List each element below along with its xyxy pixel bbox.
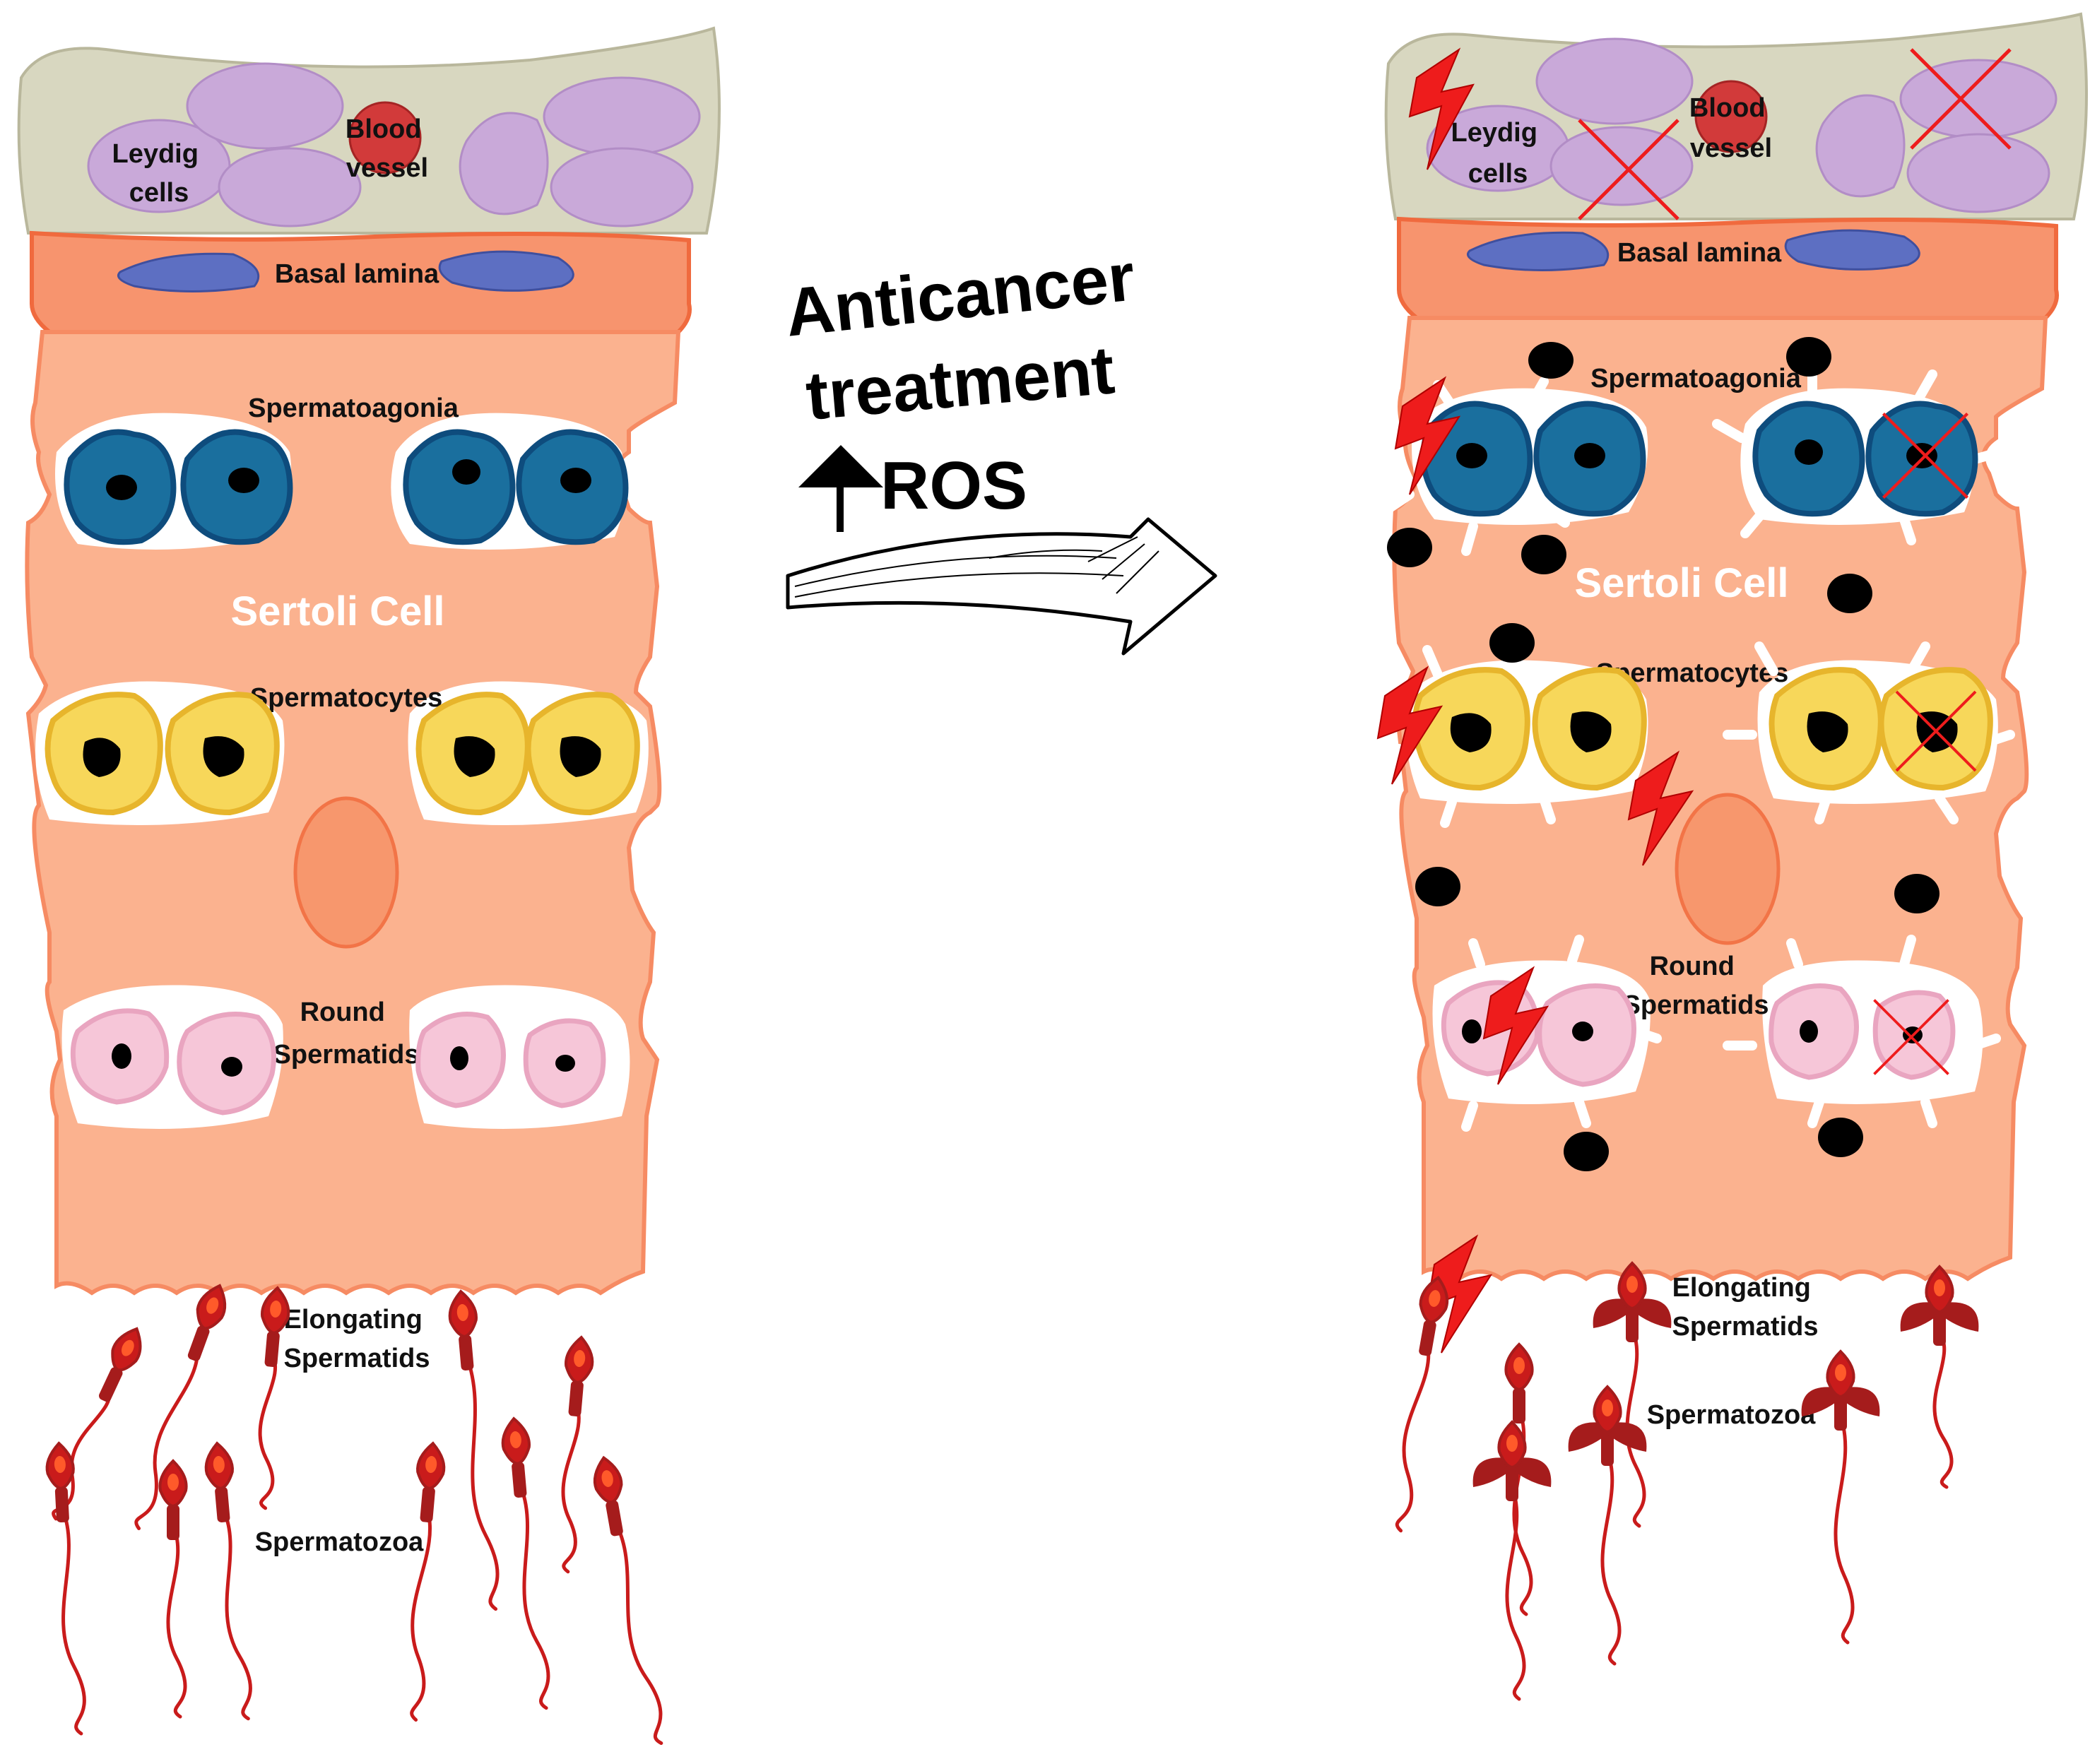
sertoli-nucleus bbox=[1675, 793, 1781, 945]
sertoli-cell-label: Sertoli Cell bbox=[231, 588, 445, 634]
treatment-annotation: Anticancer treatment ROS bbox=[781, 239, 1217, 656]
spermatozoon bbox=[204, 1441, 252, 1721]
round-spermatids-group-left bbox=[70, 1008, 606, 1115]
deformed-spermatozoon bbox=[1472, 1420, 1552, 1701]
spermatozoon bbox=[258, 1286, 290, 1510]
spermatozoon bbox=[501, 1416, 550, 1710]
spermatozoa-label: Spermatozoa bbox=[255, 1527, 424, 1557]
basal-lamina-label: Basal lamina bbox=[1617, 238, 1782, 268]
elongating-spermatids-label: Elongating Spermatids bbox=[1672, 1273, 1819, 1342]
damaged-panel: Leydig cells Blood vessel Basal lamina S… bbox=[1373, 12, 2088, 1701]
ros-particles bbox=[1387, 337, 1940, 1171]
sertoli-cell-label: Sertoli Cell bbox=[1575, 560, 1789, 606]
blood-vessel-label: Blood vessel bbox=[1689, 93, 1773, 163]
leydig-cell bbox=[1815, 94, 1906, 198]
lightning-icon bbox=[1394, 376, 1461, 495]
round-spermatids-label: Round Spermatids bbox=[1623, 952, 1769, 1020]
leydig-cell bbox=[218, 147, 362, 227]
spermatozoon bbox=[45, 1441, 86, 1736]
spermatozoa-right bbox=[1395, 1261, 1979, 1701]
spermatozoon bbox=[1395, 1275, 1449, 1533]
spermatogonia-group-left bbox=[64, 429, 629, 545]
spermatozoon bbox=[410, 1441, 446, 1722]
deformed-spermatozoon bbox=[1801, 1349, 1880, 1645]
spermatozoa-left bbox=[45, 1284, 663, 1745]
basal-lamina-band-right bbox=[1397, 216, 2059, 320]
up-arrow-icon bbox=[798, 445, 883, 532]
spermatozoon bbox=[593, 1455, 663, 1745]
leydig-cell bbox=[186, 62, 344, 150]
spermatozoon bbox=[561, 1335, 594, 1574]
spermatozoon bbox=[448, 1289, 500, 1611]
damage-bolts bbox=[1376, 47, 1694, 1354]
basal-cell bbox=[1467, 231, 1610, 271]
blood-vessel bbox=[1694, 80, 1768, 153]
leydig-label: Leydig cells bbox=[1451, 118, 1545, 189]
deformed-spermatozoon bbox=[1568, 1385, 1647, 1666]
leydig-cell bbox=[1906, 133, 2050, 213]
spermatozoon bbox=[52, 1327, 142, 1521]
leydig-cell bbox=[1535, 37, 1694, 125]
basal-lamina-label: Basal lamina bbox=[275, 259, 439, 289]
basal-cell bbox=[117, 252, 260, 292]
deformed-spermatozoon bbox=[1900, 1265, 1979, 1489]
treatment-line2: treatment bbox=[803, 332, 1117, 434]
leydig-cell bbox=[1549, 126, 1694, 206]
lightning-icon bbox=[1408, 47, 1475, 170]
spermatozoon bbox=[158, 1459, 188, 1719]
blood-vessel-label: Blood vessel bbox=[346, 114, 429, 183]
leydig-cell bbox=[1899, 59, 2057, 139]
round-spermatids-label: Round Spermatids bbox=[273, 998, 420, 1070]
lightning-icon bbox=[1482, 966, 1549, 1085]
leydig-label: Leydig cells bbox=[112, 139, 206, 208]
treatment-arrow-icon bbox=[786, 517, 1217, 656]
detachment-spikes bbox=[1373, 369, 2015, 1132]
basal-cell bbox=[1784, 229, 1920, 271]
spermatogonium bbox=[403, 429, 516, 545]
spermatozoon bbox=[134, 1284, 227, 1531]
spermatogonia-label: Spermatoagonia bbox=[248, 393, 459, 423]
ros-label: ROS bbox=[880, 448, 1027, 523]
lightning-icon bbox=[1627, 750, 1694, 866]
spermatozoa-label: Spermatozoa bbox=[1647, 1400, 1816, 1430]
leydig-cell bbox=[550, 147, 694, 227]
blood-vessel bbox=[348, 101, 422, 174]
normal-panel: Leydig cells Blood vessel Basal lamina S… bbox=[17, 26, 721, 1745]
elongating-spermatids-label: Elongating Spermatids bbox=[284, 1305, 430, 1373]
spermatocytes-label: Spermatocytes bbox=[250, 683, 442, 713]
sertoli-nucleus bbox=[293, 796, 399, 949]
spermatocytes-group-left bbox=[45, 692, 640, 816]
deformed-spermatozoon bbox=[1593, 1261, 1672, 1528]
basal-cell bbox=[438, 250, 574, 292]
leydig-cell bbox=[459, 112, 549, 215]
spermatogonia-label: Spermatoagonia bbox=[1590, 364, 1802, 393]
lightning-icon bbox=[1376, 665, 1443, 785]
leydig-cell bbox=[543, 76, 701, 157]
